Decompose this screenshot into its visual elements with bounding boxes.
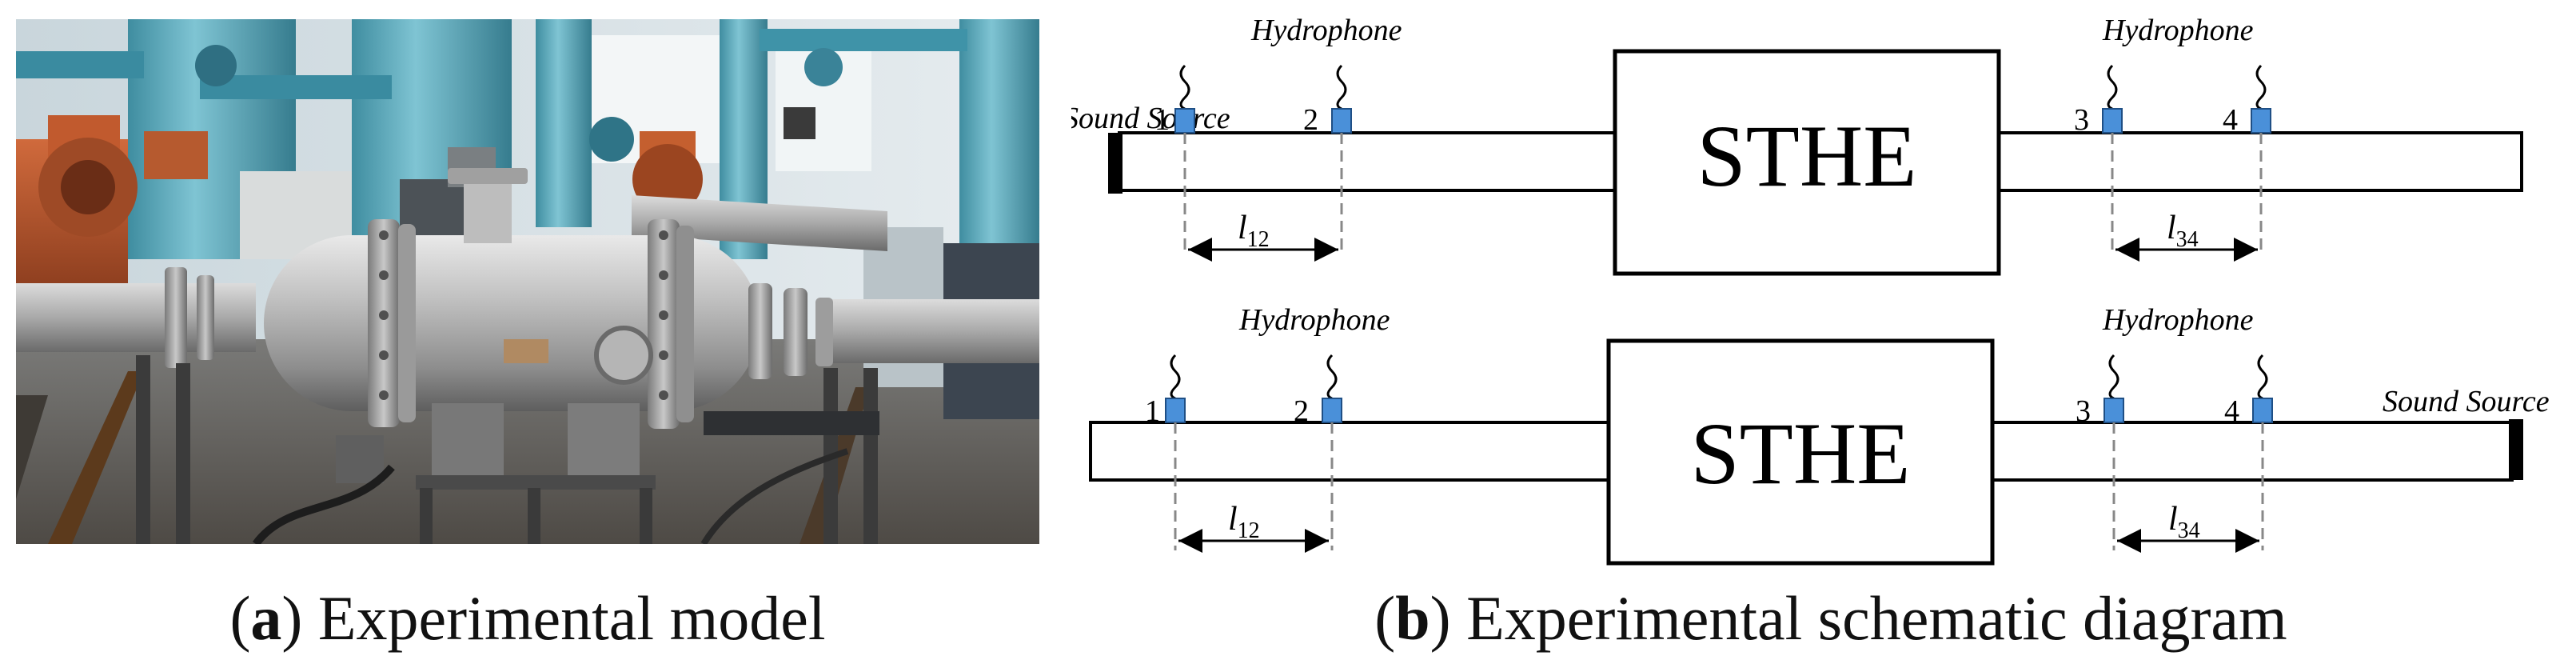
hydrophone-label-left: Hydrophone xyxy=(1238,303,1390,337)
pipe-top-left xyxy=(1118,131,1617,192)
distance-label-12: l12 xyxy=(1228,501,1260,543)
distance-label-34: l34 xyxy=(2167,210,2199,252)
hydrophone-label-right: Hydrophone xyxy=(2102,303,2254,337)
sensor-number-1: 1 xyxy=(1154,103,1170,137)
experimental-schematic-diagram: STHE Sound Source Hydrophone Hydrophone xyxy=(1063,0,2576,576)
caption-paren: ) xyxy=(281,583,303,653)
sound-source-label: Sound Source xyxy=(1071,102,1230,135)
distance-label-12: l12 xyxy=(1238,210,1270,252)
sensor-4 xyxy=(2251,64,2271,256)
distance-label-34: l34 xyxy=(2168,501,2200,543)
sensor-number-2: 2 xyxy=(1294,394,1309,428)
sthe-label: STHE xyxy=(1697,107,1917,205)
caption-experimental-schematic: (b) Experimental schematic diagram xyxy=(1231,574,2430,662)
sensor-1 xyxy=(1165,354,1186,550)
hydrophone-label-left: Hydrophone xyxy=(1250,14,1402,47)
sensor-1 xyxy=(1174,64,1195,256)
caption-paren: ) xyxy=(1430,583,1451,653)
pipe-bottom-left xyxy=(1089,421,1610,482)
caption-text: Experimental model xyxy=(302,583,826,653)
pipe-bottom-right xyxy=(1991,421,2514,482)
caption-text: Experimental schematic diagram xyxy=(1450,583,2287,653)
hydrophone-label-right: Hydrophone xyxy=(2102,14,2254,47)
sthe-box xyxy=(1606,338,1995,566)
sensor-number-1: 1 xyxy=(1145,394,1160,428)
sound-source-block xyxy=(2509,419,2523,480)
sensor-3 xyxy=(2102,64,2123,256)
sthe-box xyxy=(1613,49,2001,276)
sensor-4 xyxy=(2252,354,2273,550)
sensor-number-4: 4 xyxy=(2224,394,2239,428)
sensor-number-2: 2 xyxy=(1303,103,1318,137)
sensor-3 xyxy=(2103,354,2124,550)
caption-letter: b xyxy=(1395,583,1430,653)
sound-source-block xyxy=(1108,133,1123,194)
sthe-label: STHE xyxy=(1691,405,1911,502)
caption-letter: a xyxy=(250,583,282,653)
sensor-number-3: 3 xyxy=(2074,103,2089,137)
caption-paren: ( xyxy=(1374,583,1396,653)
schematic-bottom: STHE Sound Source Hydrophone Hydrophone xyxy=(1089,303,2550,566)
sensor-number-4: 4 xyxy=(2223,103,2238,137)
experimental-model-photo xyxy=(16,19,1039,544)
sensor-2 xyxy=(1322,354,1342,550)
caption-paren: ( xyxy=(229,583,251,653)
sensor-2 xyxy=(1331,64,1352,256)
sensor-number-3: 3 xyxy=(2076,394,2091,428)
sound-source-label: Sound Source xyxy=(2383,385,2550,418)
schematic-top: STHE Sound Source Hydrophone Hydrophone xyxy=(1063,14,2523,276)
caption-experimental-model: (a) Experimental model xyxy=(128,574,927,662)
